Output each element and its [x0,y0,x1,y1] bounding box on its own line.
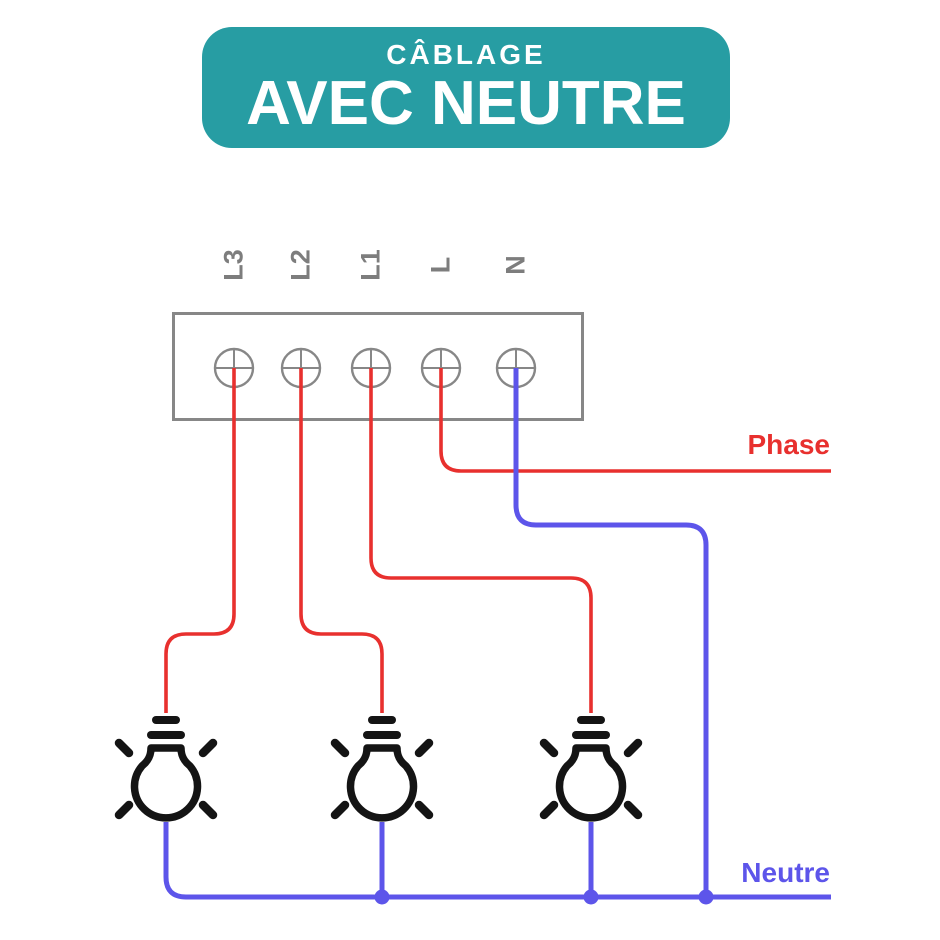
banner-subtitle: CÂBLAGE [386,38,546,70]
light-bulb-icon [544,716,638,818]
neutral-label: Neutre [741,857,830,888]
junction-dot [374,889,390,905]
wire-n-feed [513,368,709,897]
wire-l2-to-bulb2 [299,368,384,713]
light-bulb-icon [119,716,213,818]
wire-l-phase-feed [439,368,831,473]
junction-dot [698,889,714,905]
title-banner: CÂBLAGE AVEC NEUTRE [202,27,730,148]
phase-label: Phase [747,429,831,460]
junction-dot [583,889,599,905]
wire-l3-to-bulb1 [164,368,236,713]
wire-l1-to-bulb3 [369,368,593,713]
banner-title: AVEC NEUTRE [246,68,686,138]
wire-neutral-bus [163,822,831,900]
light-bulb-icon [335,716,429,818]
